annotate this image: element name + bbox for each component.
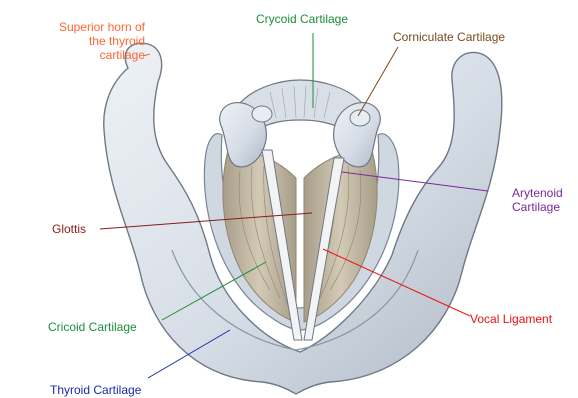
vocal-ligament-label: Vocal Ligament [470,312,552,326]
thyroid-cartilage-label: Thyroid Cartilage [50,383,141,397]
arytenoid-label-line1: Arytenoid [512,186,563,200]
left-corniculate-cartilage [252,106,272,122]
crycoid-cartilage-label: Crycoid Cartilage [256,12,348,26]
superior-horn-label: Superior horn of the thyroid cartilage [10,20,145,62]
leader-corniculate [358,47,398,116]
cricoid-cartilage-label: Cricoid Cartilage [48,320,137,334]
corniculate-cartilage-label: Corniculate Cartilage [393,30,505,44]
superior-horn-label-line1: Superior horn of [10,20,145,34]
arytenoid-label-line2: Cartilage [512,200,563,214]
glottis-label: Glottis [52,222,86,236]
superior-horn-label-line2: the thyroid [10,34,145,48]
superior-horn-label-line3: cartilage [10,48,145,62]
arytenoid-cartilage-label: Arytenoid Cartilage [512,186,563,214]
